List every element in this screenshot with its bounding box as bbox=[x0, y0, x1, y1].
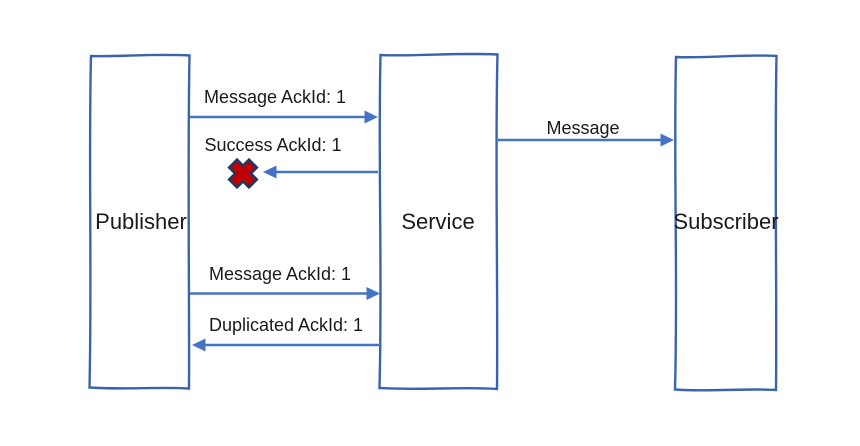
actor-box-subscriber bbox=[673, 54, 778, 392]
actor-box-service bbox=[378, 52, 499, 391]
message-label-duplicated-ackid-1: Duplicated AckId: 1 bbox=[208, 315, 364, 335]
arrow-success-ackid-1 bbox=[263, 165, 378, 179]
arrow-message-ackid-1 bbox=[190, 110, 378, 124]
message-label-ackid-1-retry: Message AckId: 1 bbox=[208, 264, 352, 284]
arrow-message-ackid-1-retry bbox=[190, 287, 380, 300]
arrow-duplicated-ackid-1 bbox=[192, 338, 380, 352]
message-label-message: Message bbox=[546, 118, 620, 138]
message-label-success-ackid-1: Success AckId: 1 bbox=[204, 135, 342, 155]
error-cross-icon bbox=[227, 157, 259, 190]
arrow-message bbox=[498, 133, 674, 147]
actor-label-publisher: Publisher bbox=[95, 209, 187, 234]
actor-label-service: Service bbox=[401, 209, 475, 234]
actor-label-subscriber: Subscriber bbox=[673, 209, 779, 234]
message-label-ackid-1: Message AckId: 1 bbox=[203, 87, 347, 107]
actor-box-publisher bbox=[88, 53, 191, 390]
